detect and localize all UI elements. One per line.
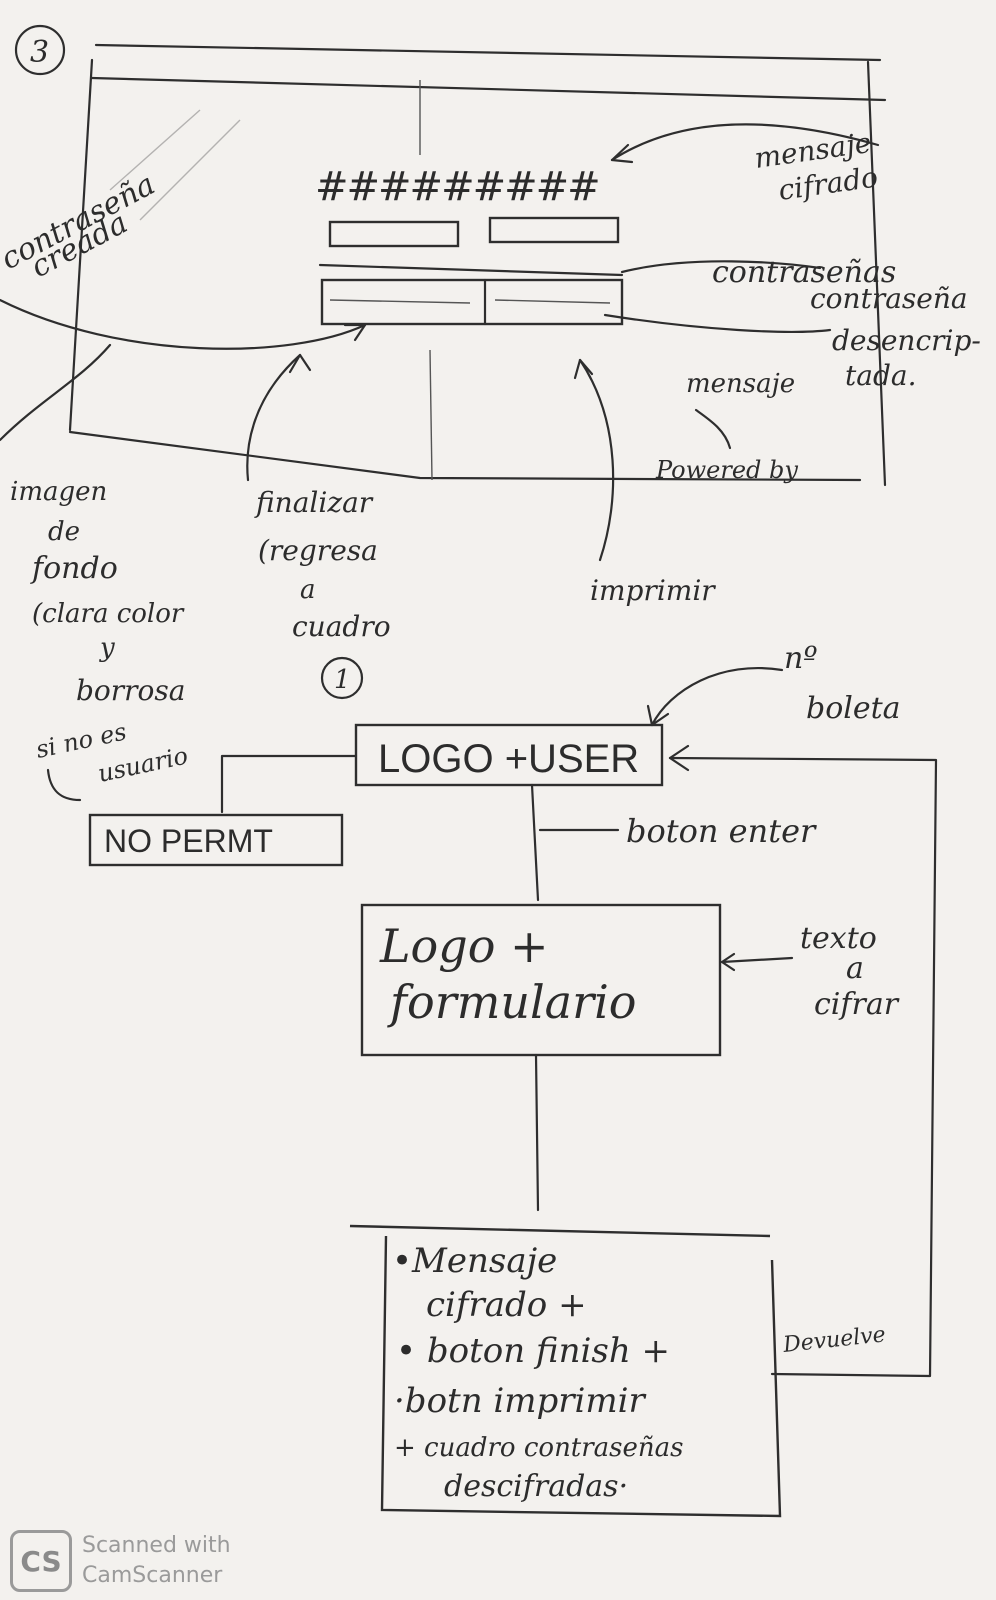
svg-text:finalizar: finalizar — [254, 486, 374, 519]
watermark-line-2: CamScanner — [82, 1563, 223, 1588]
svg-text:(clara color: (clara color — [32, 599, 185, 629]
label-decrypted-3: tada. — [845, 359, 916, 392]
passwords-table — [318, 263, 624, 326]
flow-box-logo-user-label: LOGO +USER — [378, 737, 639, 781]
arrow-passwords — [620, 260, 822, 274]
scanner-watermark: CS Scanned with CamScanner — [10, 1530, 231, 1592]
svg-text:• boton finish +: • boton finish + — [396, 1331, 670, 1371]
label-text-to-cipher-3: cifrar — [814, 987, 900, 1022]
flow-box-no-permit-label: NO PERMT — [104, 823, 273, 859]
svg-text:+ cuadro contraseñas: + cuadro contraseñas — [394, 1433, 684, 1463]
svg-text:(regresa: (regresa — [258, 534, 378, 567]
flow-box-logo-form-label-2: formulario — [387, 975, 637, 1029]
flow-box-result-top — [349, 1224, 771, 1238]
input-field-right[interactable] — [488, 216, 620, 244]
arrow-return — [668, 756, 938, 1378]
arrow-decrypted — [603, 313, 832, 333]
svg-text:3: 3 — [30, 35, 49, 70]
arrow-password-created — [0, 298, 367, 350]
label-powered-by: Powered by — [655, 456, 798, 484]
label-print: imprimir — [590, 574, 716, 607]
label-return: Devuelve — [781, 1322, 887, 1358]
label-text-to-cipher-2: a — [846, 951, 864, 986]
arrow-if-not-user — [46, 768, 82, 802]
page-number: 3 — [14, 24, 66, 76]
label-boleta-2: boleta — [806, 691, 901, 726]
label-passwords: contraseñas — [712, 255, 896, 290]
svg-text:borrosa: borrosa — [76, 674, 185, 707]
svg-text:a: a — [300, 575, 316, 605]
svg-text:descifradas·: descifradas· — [444, 1469, 628, 1504]
svg-text:•Mensaje: •Mensaje — [392, 1241, 557, 1281]
input-field-left[interactable] — [328, 220, 460, 248]
label-decrypted-1: contraseña — [810, 282, 968, 315]
svg-text:y: y — [99, 633, 115, 663]
label-decrypted-2: desencrip- — [832, 324, 981, 357]
label-text-to-cipher-1: texto — [800, 921, 877, 956]
label-finish: finalizar (regresa a cuadro 1 — [254, 486, 391, 700]
wireframe-frame — [68, 43, 887, 487]
arrow-background — [0, 343, 112, 442]
svg-text:imagen: imagen — [10, 477, 107, 507]
label-message: mensaje — [686, 369, 795, 399]
svg-text:cuadro: cuadro — [292, 610, 391, 643]
svg-text:1: 1 — [334, 665, 351, 695]
svg-text:·botn imprimir: ·botn imprimir — [394, 1381, 647, 1421]
watermark-line-1: Scanned with — [82, 1533, 231, 1558]
flow-box-result: •Mensaje cifrado + • boton finish + ·bot… — [392, 1241, 684, 1504]
arrow-message — [694, 408, 732, 450]
arrow-cipher-message — [610, 123, 880, 162]
cipher-text: ######### — [315, 164, 599, 210]
arrow-boleta — [650, 666, 784, 727]
flow-box-logo-form-label-1: Logo + — [379, 919, 549, 973]
flow-box-logo-form — [360, 903, 722, 1057]
flow-box-no-permit — [88, 813, 344, 867]
arrow-finish — [246, 353, 302, 482]
svg-text:cifrado +: cifrado + — [426, 1285, 587, 1325]
arrow-print — [578, 358, 615, 562]
svg-text:fondo: fondo — [30, 551, 118, 586]
label-boleta-1: nº — [784, 641, 817, 676]
camscanner-logo-icon: CS — [10, 1530, 72, 1592]
svg-text:de: de — [48, 517, 80, 547]
label-enter: boton enter — [626, 812, 817, 850]
label-background: imagen de fondo (clara color y borrosa — [10, 477, 185, 707]
